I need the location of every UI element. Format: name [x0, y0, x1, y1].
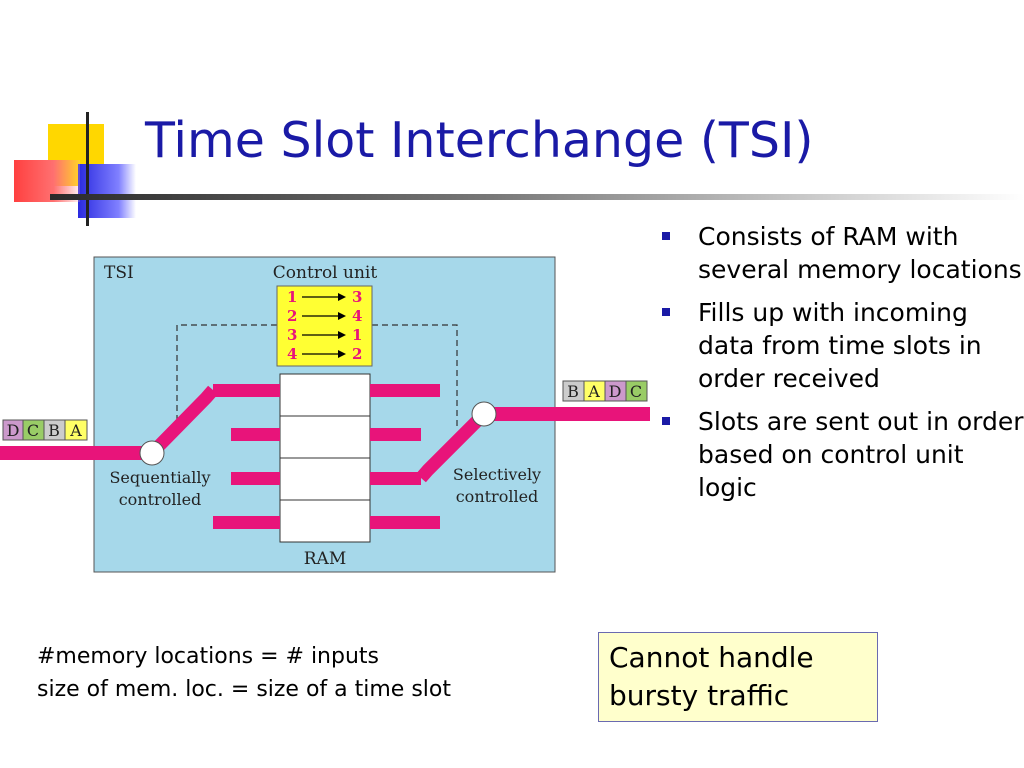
mapping-row-3: 3 1 [287, 326, 362, 344]
mapping-from: 2 [287, 307, 297, 325]
square-bullet-icon [662, 417, 670, 425]
control-unit-box [276, 285, 373, 367]
right-switch-label-line-2: controlled [456, 487, 539, 506]
right-switch-label-line-1: Selectively [453, 465, 541, 484]
mapping-to: 3 [352, 288, 362, 306]
left-switch-node [139, 440, 165, 466]
input-slots: D C B A [2, 419, 88, 441]
ram-output-bar-4 [370, 516, 440, 529]
ram-cell-1 [279, 373, 371, 417]
tsi-diagram: TSI Control unit 1 3 2 4 3 1 4 2 RAM [0, 256, 650, 573]
title-underline [50, 194, 1024, 200]
output-slot-letter: D [609, 382, 622, 401]
bullet-item: Fills up with incoming data from time sl… [658, 296, 1024, 395]
mapping-arrowhead [338, 312, 346, 320]
mapping-to: 4 [352, 307, 362, 325]
ram-cell-4 [279, 499, 371, 543]
mapping-row-1: 1 3 [287, 288, 362, 306]
square-bullet-icon [662, 308, 670, 316]
mapping-to: 2 [352, 345, 362, 363]
bullet-item: Consists of RAM with several memory loca… [658, 220, 1024, 286]
bullet-text: Consists of RAM with several memory loca… [698, 222, 1022, 284]
square-bullet-icon [662, 232, 670, 240]
bullet-list: Consists of RAM with several memory loca… [658, 220, 1024, 514]
input-slot-letter: A [69, 421, 82, 440]
mapping-from: 3 [287, 326, 297, 344]
mapping-arrowhead [338, 350, 346, 358]
notes: #memory locations = # inputs size of mem… [37, 640, 451, 706]
input-slot-letter: D [7, 421, 20, 440]
input-line [0, 446, 152, 460]
control-link-left [176, 324, 277, 430]
control-link-right [372, 324, 458, 430]
output-slot-letter: C [630, 382, 642, 401]
control-unit-label: Control unit [273, 263, 378, 283]
ram-output-bar-3 [370, 472, 421, 485]
ram-cell-3 [279, 457, 371, 501]
right-switch-node [471, 401, 497, 427]
mapping-row-4: 4 2 [287, 345, 362, 363]
output-slot-letter: B [567, 382, 579, 401]
ram-input-bar-2 [231, 428, 280, 441]
input-slot-letter: B [48, 421, 60, 440]
ram-label: RAM [304, 549, 346, 569]
ram-cell-2 [279, 415, 371, 459]
note-line-2: size of mem. loc. = size of a time slot [37, 677, 451, 702]
ram-input-bar-3 [231, 472, 280, 485]
callout-line-2: bursty traffic [609, 679, 790, 712]
mapping-from: 4 [287, 345, 297, 363]
ram-output-bar-2 [370, 428, 421, 441]
right-switch-arm [416, 409, 489, 483]
callout-line-1: Cannot handle [609, 641, 814, 674]
bullet-text: Fills up with incoming data from time sl… [698, 298, 982, 393]
bullet-text: Slots are sent out in order based on con… [698, 407, 1024, 502]
note-line-1: #memory locations = # inputs [37, 644, 379, 669]
input-slot-letter: C [27, 421, 39, 440]
mapping-arrowhead [338, 331, 346, 339]
mapping-arrowhead [338, 293, 346, 301]
output-slot-letter: A [587, 382, 600, 401]
mapping-row-2: 2 4 [287, 307, 362, 325]
left-switch-label-line-2: controlled [119, 490, 202, 509]
ram-output-bar-1 [370, 384, 440, 397]
bullet-item: Slots are sent out in order based on con… [658, 405, 1024, 504]
slide-title: Time Slot Interchange (TSI) [145, 112, 814, 169]
mapping-from: 1 [287, 288, 297, 306]
ram-input-bar-4 [213, 516, 280, 529]
output-slot-cell [625, 380, 648, 402]
output-line [484, 407, 650, 421]
ram-input-bar-1 [213, 384, 280, 397]
decor-vertical-line [86, 112, 89, 226]
left-switch-arm [147, 385, 218, 458]
input-slot-cell [64, 419, 88, 441]
left-switch-label-line-1: Sequentially [109, 468, 210, 487]
callout-box: Cannot handle bursty traffic [598, 632, 878, 722]
mapping-to: 1 [352, 326, 362, 344]
tsi-label: TSI [104, 263, 134, 283]
ram-stack [279, 373, 371, 543]
output-slots: B A D C [562, 380, 648, 402]
